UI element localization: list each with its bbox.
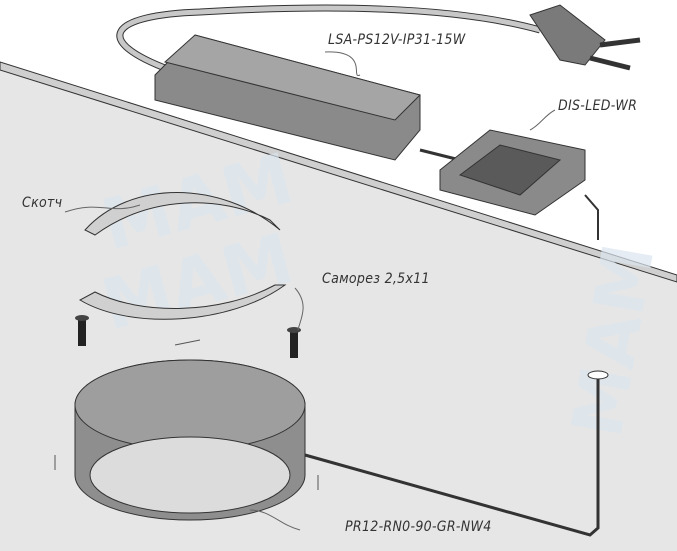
light-wire [304,375,600,537]
board-edge [0,61,677,283]
label-tape: Скотч [22,195,63,211]
plug [529,4,641,71]
label-screw: Саморез 2,5x11 [322,271,430,287]
label-light: PR12-RN0-90-GR-NW4 [345,519,492,535]
screw-right [287,327,301,358]
label-switch: DIS-LED-WR [558,98,638,114]
tape-bottom [78,284,287,320]
label-power-supply: LSA-PS12V-IP31-15W [328,32,466,48]
rotation-arrow [174,339,201,346]
ring-light [54,359,319,521]
screw-left [75,315,89,346]
tape-top [84,192,281,236]
switch-device [439,129,599,240]
leader-lines [64,51,556,531]
power-supply [154,34,461,162]
